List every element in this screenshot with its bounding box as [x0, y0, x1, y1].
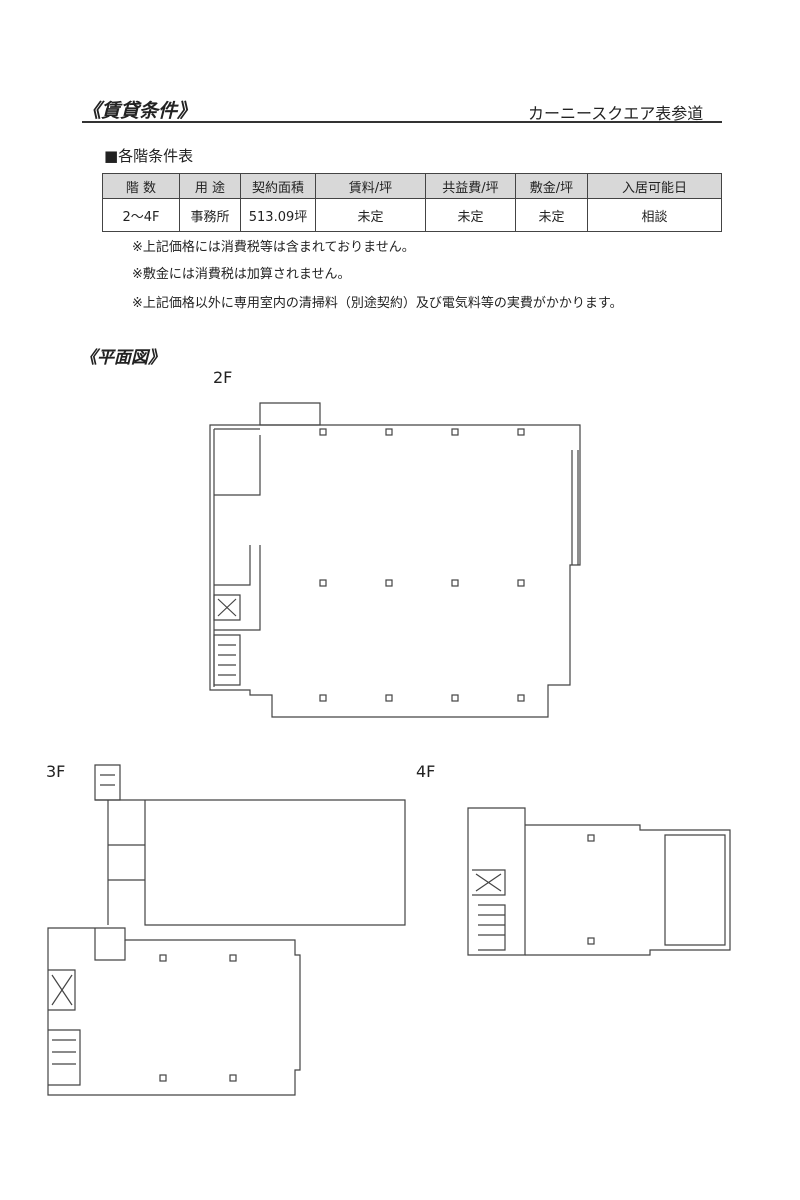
section-title: 《賃貸条件》 [82, 100, 197, 122]
conditions-table: 階 数 用 途 契約面積 賃料/坪 共益費/坪 敷金/坪 入居可能日 2～4F … [102, 173, 722, 232]
floor-plan-4f [467, 807, 731, 956]
cell: 513.09坪 [240, 198, 316, 232]
col-header: 用 途 [179, 173, 241, 199]
header-rule [82, 121, 722, 123]
plans-title: 《平面図》 [80, 348, 165, 368]
col-header: 賃料/坪 [315, 173, 426, 199]
cell: 事務所 [179, 198, 241, 232]
cell: 未定 [425, 198, 516, 232]
floor-label-2f: 2F [213, 368, 233, 387]
floor-plan-2f [209, 402, 581, 718]
table-header-row: 階 数 用 途 契約面積 賃料/坪 共益費/坪 敷金/坪 入居可能日 [102, 173, 722, 199]
col-header: 共益費/坪 [425, 173, 516, 199]
note: ※上記価格には消費税等は含まれておりません。 [132, 240, 415, 255]
building-name: カーニースクエア表参道 [528, 104, 704, 123]
cell: 相談 [587, 198, 722, 232]
note: ※上記価格以外に専用室内の清掃料（別途契約）及び電気料等の実費がかかります。 [132, 296, 623, 311]
table-row: 2～4F 事務所 513.09坪 未定 未定 未定 相談 [102, 198, 722, 232]
floor-plan-3f [47, 764, 406, 1096]
table-caption: ■各階条件表 [104, 147, 194, 165]
note: ※敷金には消費税は加算されません。 [132, 267, 351, 282]
floor-label-4f: 4F [416, 762, 436, 781]
cell: 未定 [515, 198, 588, 232]
col-header: 階 数 [102, 173, 180, 199]
col-header: 入居可能日 [587, 173, 722, 199]
col-header: 敷金/坪 [515, 173, 588, 199]
floor-label-3f: 3F [46, 762, 66, 781]
col-header: 契約面積 [240, 173, 316, 199]
cell: 2～4F [102, 198, 180, 232]
cell: 未定 [315, 198, 426, 232]
